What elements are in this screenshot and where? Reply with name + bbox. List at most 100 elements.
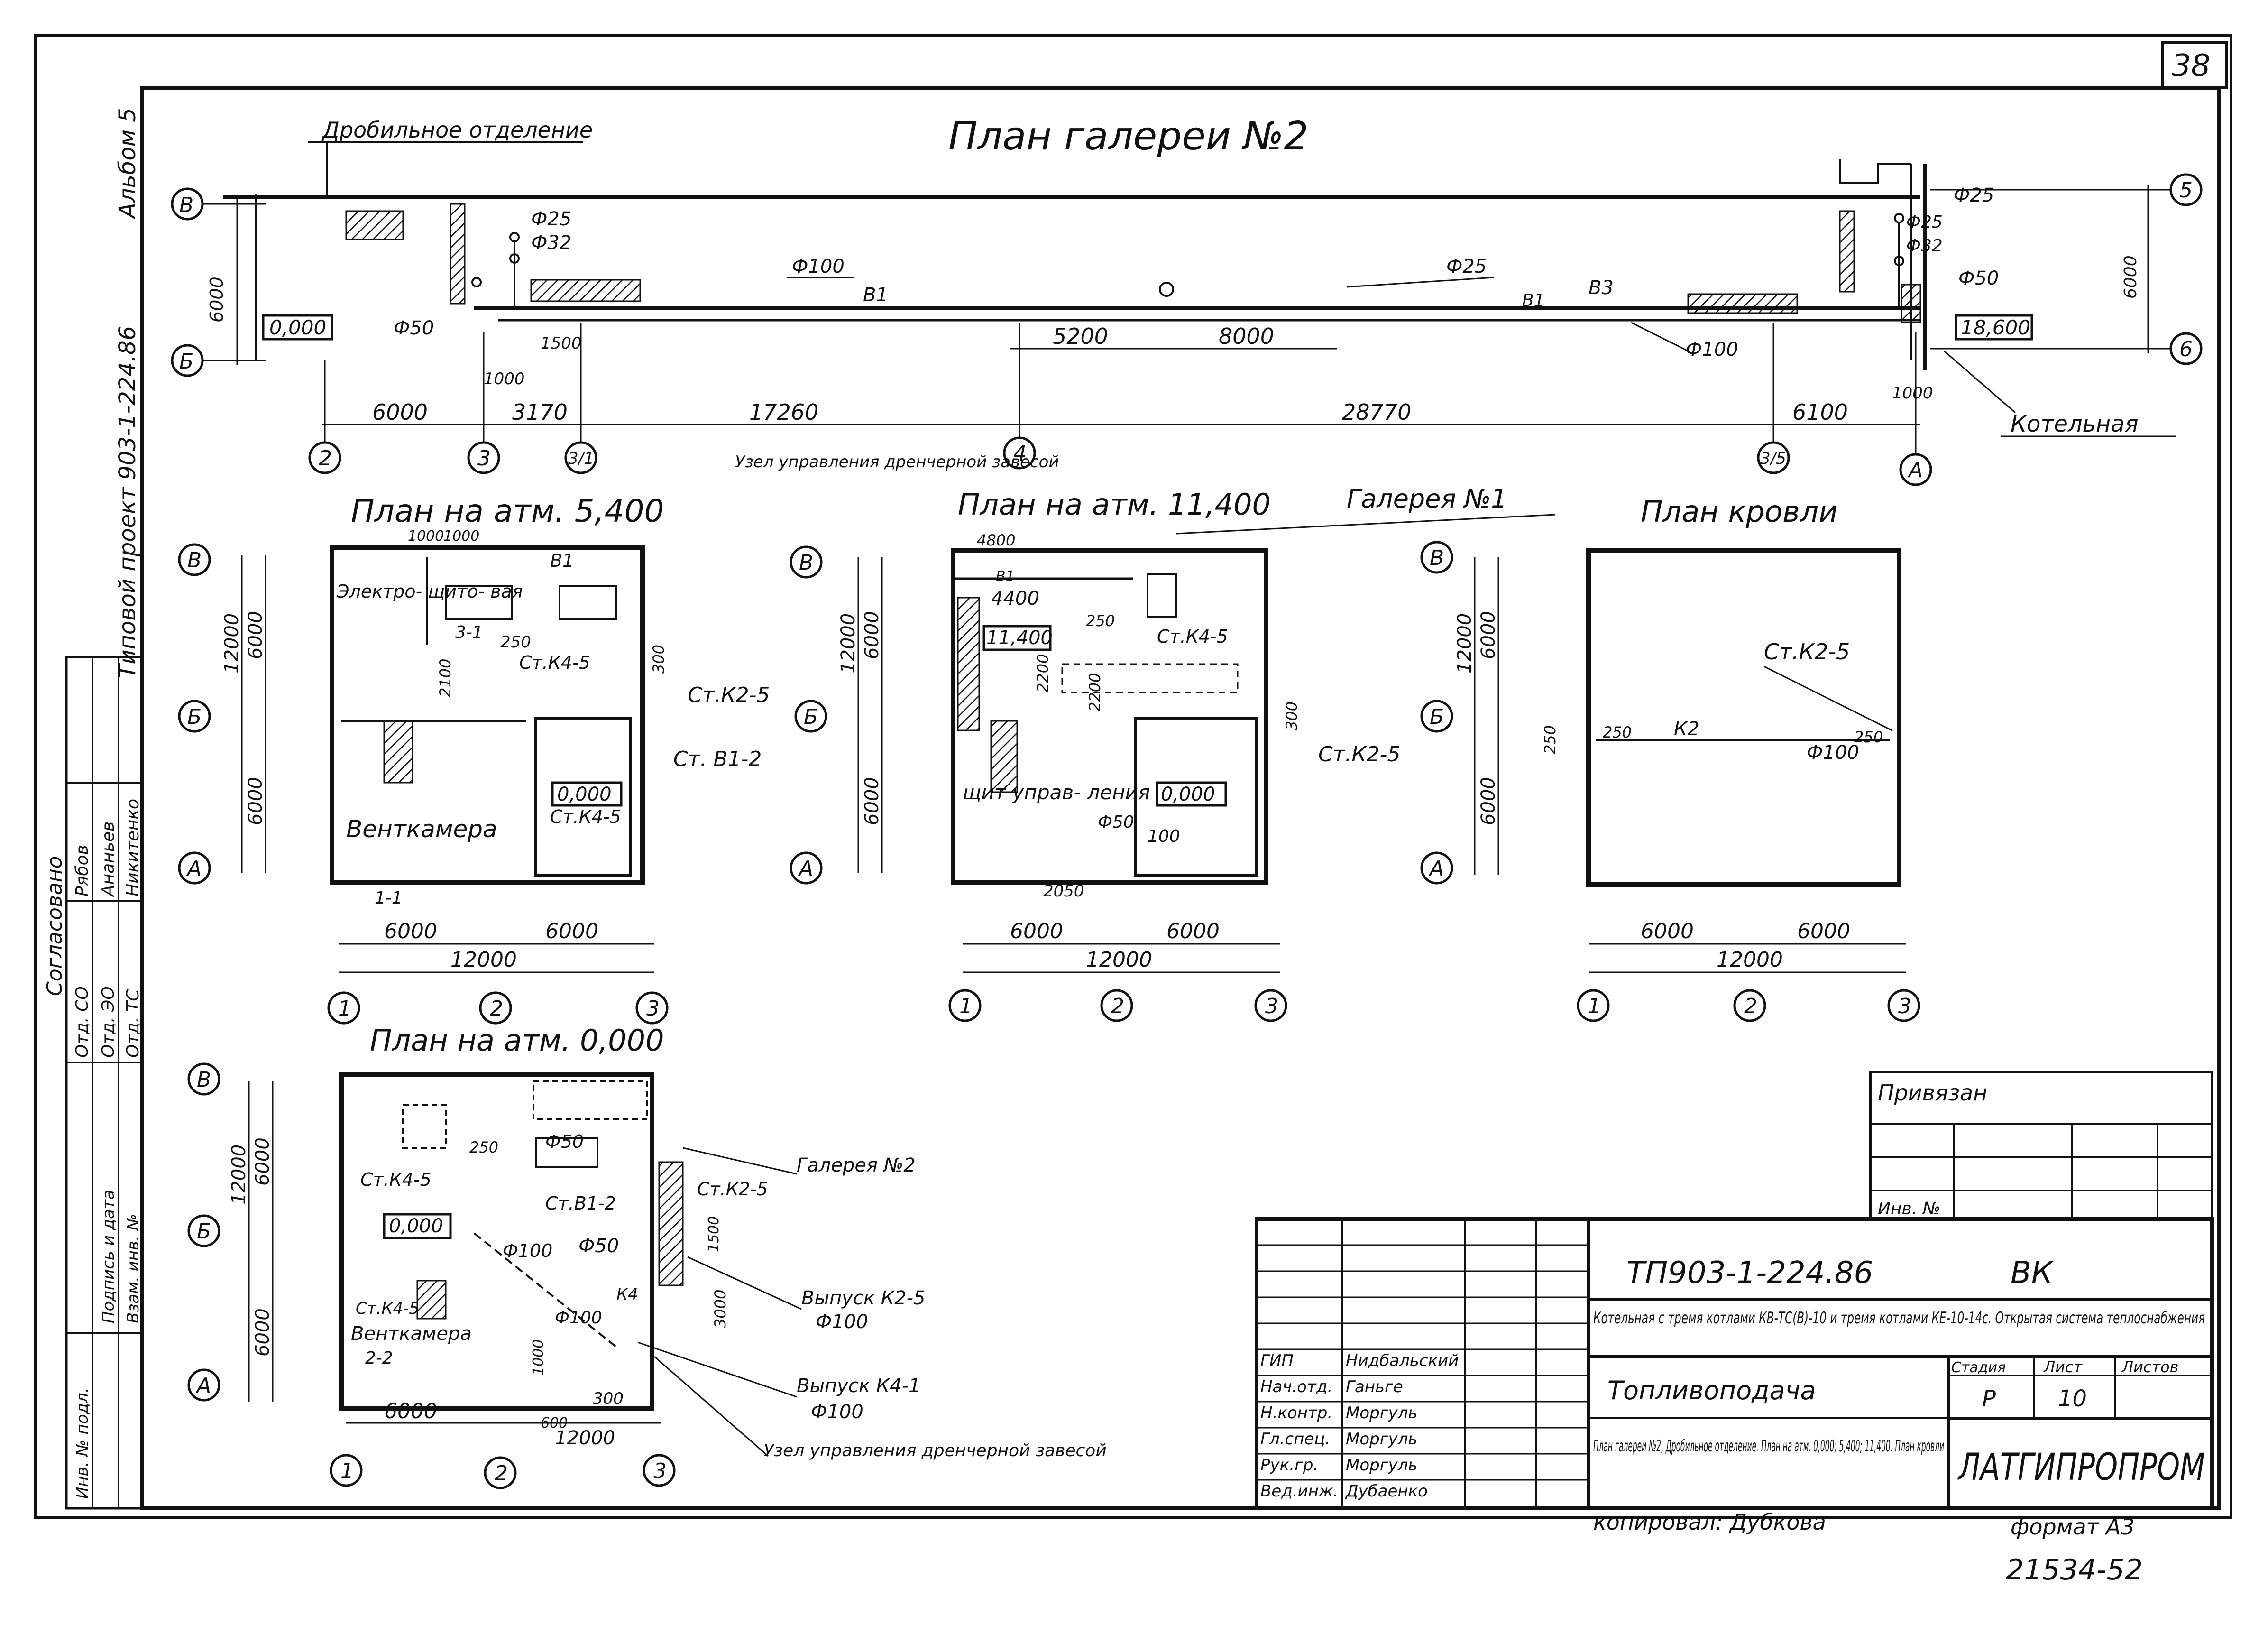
gallery-control-node: Узел управления дренчерной завесой xyxy=(735,452,1059,471)
plan-5400-s3: 3-1 xyxy=(455,623,483,642)
title-block: ТП903-1-224.86 ВК Котельная с тремя котл… xyxy=(1255,1217,2214,1510)
plan-0000-vypusk-k41-d: Ф100 xyxy=(811,1401,863,1423)
staff-role-4: Гл.спец. xyxy=(1260,1430,1330,1449)
plan-5400-st-k4-5b: Ст.К4-5 xyxy=(550,806,621,827)
plan-0000-dim-12000-h: 12000 xyxy=(555,1427,615,1449)
plan-5400-ventkamera: Венткамера xyxy=(346,815,497,843)
plan-11400-ax-A: А xyxy=(798,857,813,881)
plan-5400-d250: 250 xyxy=(500,633,531,652)
plan-0000-ax-B: В xyxy=(197,1068,211,1092)
plan-roof-dim-12000-v: 12000 xyxy=(1454,613,1476,674)
gallery-dim-5200: 5200 xyxy=(1053,323,1108,349)
plan-0000-elev: 0,000 xyxy=(389,1215,443,1237)
staff-name-6: Дубаенко xyxy=(1345,1482,1428,1501)
gallery-elev-right: 18,600 xyxy=(1961,316,2030,339)
plan-0000-st-b1-2: Ст.В1-2 xyxy=(545,1193,616,1214)
plan-5400-d1000a: 1000 xyxy=(408,528,444,545)
approval-row-1: Отд. СО xyxy=(73,986,92,1058)
staff-role-3: Н.контр. xyxy=(1260,1403,1332,1422)
plan-roof-f100: Ф100 xyxy=(1807,742,1859,764)
plan-roof-ax-3: 3 xyxy=(1898,994,1911,1018)
title-sheet: 10 xyxy=(2058,1385,2087,1412)
plan-11400-st-k2-5: Ст.К2-5 xyxy=(1318,742,1400,766)
title-sheet-title: План галереи №2, Дробильное отделение. П… xyxy=(1593,1437,1944,1456)
gallery-pipe-d50-left: Ф50 xyxy=(394,317,434,339)
staff-name-5: Моргуль xyxy=(1346,1456,1417,1475)
hatch-strip-left xyxy=(530,279,641,302)
plan-0000-dim-12000-v: 12000 xyxy=(228,1145,250,1205)
plan-roof-ax-B: В xyxy=(1430,546,1444,570)
gallery-pipe-d25-right: Ф25 xyxy=(1906,212,1943,232)
plan-roof-dim-6000-h1: 6000 xyxy=(1641,919,1694,943)
privyazan-title: Привязан xyxy=(1878,1080,1987,1106)
approval-title: Согласовано xyxy=(43,856,67,996)
plan-11400-d100: 100 xyxy=(1148,827,1180,846)
plan-0000-vypusk-k41: Выпуск К4-1 xyxy=(797,1375,920,1397)
plan-5400: План на атм. 5,400 Электро- щито- вая Ве… xyxy=(178,493,770,1025)
plan-11400-elev-a: 11,400 xyxy=(986,627,1053,649)
gallery-dim-6000: 6000 xyxy=(372,399,428,425)
hatch-column-left xyxy=(450,203,466,305)
plan-0000-ax-A: А xyxy=(195,1374,211,1398)
approval-row-5: Ананьев xyxy=(99,822,118,897)
plan-11400-ax-1: 1 xyxy=(959,994,973,1018)
gallery-axis-35: 3/5 xyxy=(1760,449,1786,468)
plan-0000-f100a: Ф100 xyxy=(503,1240,552,1261)
approval-row-6: Никитенко xyxy=(123,799,143,896)
signatures-label: Подпись и дата xyxy=(99,1190,118,1323)
typical-project-label: Типовой проект 903-1-224.86 xyxy=(114,326,141,678)
plan-roof-ax-A: А xyxy=(1428,857,1444,881)
privyazan-box: Привязан Инв. № xyxy=(1869,1071,2213,1220)
gallery-pipe-d100-2: Ф100 xyxy=(1686,339,1738,360)
plan-0000-d3000: 3000 xyxy=(711,1290,729,1328)
plan-roof-dim-6000-v1: 6000 xyxy=(1478,611,1499,659)
plan-11400-d-f50: Ф50 xyxy=(1098,812,1134,832)
inventory-code: 21534-52 xyxy=(2006,1553,2143,1587)
album-label: Альбом 5 xyxy=(114,108,141,220)
plan-11400-d2200b: 2200 xyxy=(1086,673,1104,711)
staff-role-5: Рук.гр. xyxy=(1260,1456,1318,1475)
plan-5400-b1: В1 xyxy=(550,550,574,571)
title-doc-code: ТП903-1-224.86 xyxy=(1626,1256,1873,1291)
plan-0000-k4: К4 xyxy=(616,1285,638,1304)
plan-11400-b1: В1 xyxy=(996,568,1015,585)
plan-11400-ax-Bv: Б xyxy=(804,705,818,729)
plan-roof-dim-6000-v2: 6000 xyxy=(1478,777,1499,825)
gallery-plan-title: План галереи №2 xyxy=(948,114,1309,159)
plan-5400-d2100: 2100 xyxy=(436,659,454,697)
plan-0000-d250: 250 xyxy=(469,1138,498,1156)
title-org: ЛАТГИПРОПРОМ xyxy=(1957,1446,2205,1489)
hatch-strip-right xyxy=(1687,293,1798,314)
outer-frame xyxy=(34,34,2232,1519)
plan-roof-d250c: 250 xyxy=(1541,725,1559,754)
approval-row-4: Рябов xyxy=(73,845,92,896)
plan-0000-ax-Bv: Б xyxy=(197,1219,211,1244)
gallery-pipe-d32-right: Ф32 xyxy=(1906,236,1943,256)
plan-roof-dim-6000-h2: 6000 xyxy=(1797,919,1850,943)
gallery-axis-31: 3/1 xyxy=(568,449,594,468)
gallery-dim-6000-v: 6000 xyxy=(206,277,227,323)
plan-5400-ax-2: 2 xyxy=(490,997,503,1021)
plan-11400-gallery1: Галерея №1 xyxy=(1347,484,1507,514)
hatch-block-right xyxy=(1901,284,1921,323)
gallery-pipe-d100-1: Ф100 xyxy=(792,256,845,277)
plan-5400-s1: 1-1 xyxy=(375,888,403,908)
plan-11400: План на атм. 11,400 Галерея №1 11,400 0,… xyxy=(790,484,1556,1022)
gallery-dim-6100: 6100 xyxy=(1792,399,1848,425)
gallery-pipe-d25-top: Ф25 xyxy=(1954,185,1994,206)
plan-5400-ax-B: В xyxy=(187,548,202,572)
plan-0000-s22: 2-2 xyxy=(365,1348,393,1368)
elev-box-right xyxy=(1955,314,2033,341)
plan-roof-ax-1: 1 xyxy=(1588,994,1601,1018)
plan-0000-st-k4-5b: Ст.К4-5 xyxy=(356,1299,419,1318)
plan-roof-st-k2-5: Ст.К2-5 xyxy=(1764,639,1850,665)
title-sheets-label: Листов xyxy=(2121,1358,2179,1376)
plan-5400-d1000b: 1000 xyxy=(443,528,479,545)
plan-5400-ax-1: 1 xyxy=(338,997,351,1021)
plan-0000-ax-2: 2 xyxy=(495,1461,508,1486)
plan-0000: План на атм. 0,000 0,000 Венткамера 2-2 … xyxy=(187,1023,1107,1489)
plan-0000-st-k2-5: Ст.К2-5 xyxy=(697,1179,768,1200)
inv-podl-label: Инв. № подл. xyxy=(73,1387,92,1499)
plan-11400-d4400: 4400 xyxy=(991,588,1039,609)
gallery-axis-2: 2 xyxy=(319,446,332,471)
